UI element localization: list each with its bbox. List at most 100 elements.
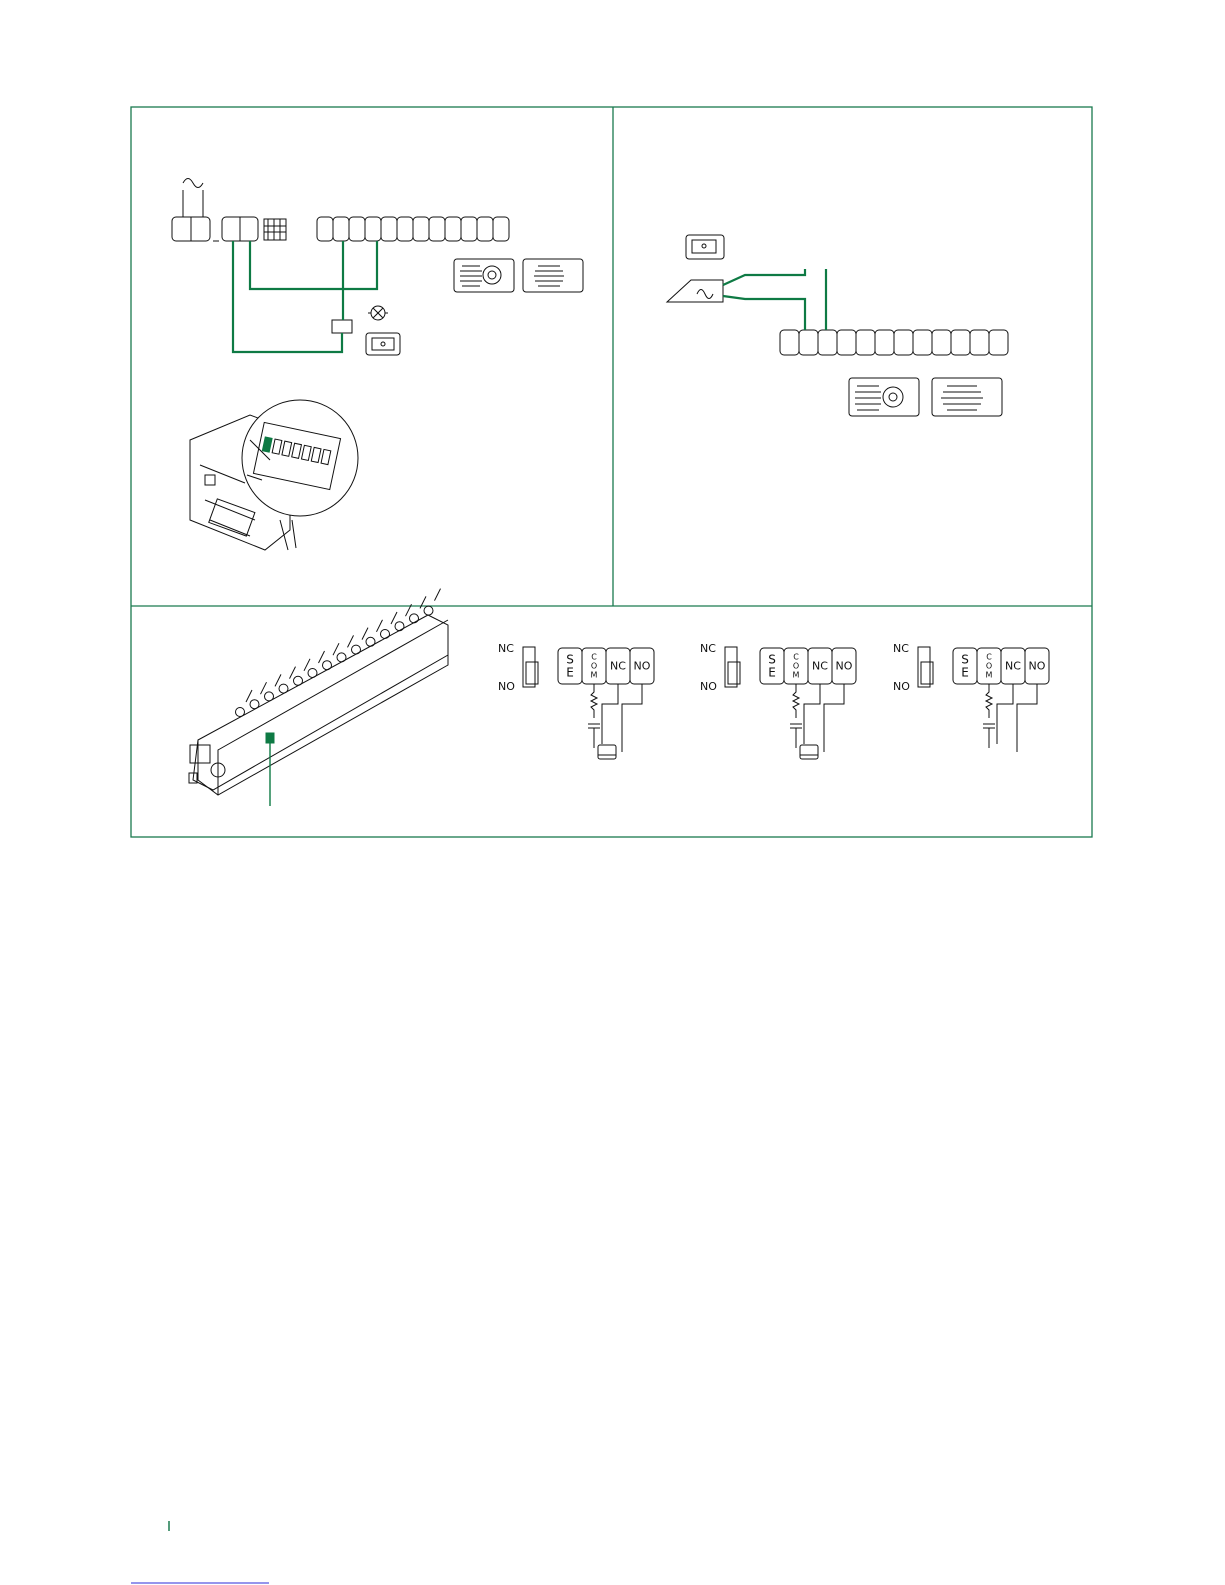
terminal-fin xyxy=(391,612,397,624)
jumper-label-bottom: NO xyxy=(893,680,910,693)
terminal-cell xyxy=(799,330,818,355)
terminal-screw xyxy=(323,661,332,670)
relay-terminal-label: M xyxy=(793,671,800,680)
wiring-top-right xyxy=(723,269,826,330)
terminal-cell xyxy=(365,217,381,241)
terminal-cell xyxy=(461,217,477,241)
terminal-screw xyxy=(308,669,317,678)
terminal-screw xyxy=(352,645,361,654)
wire xyxy=(1017,684,1037,752)
terminal-cell xyxy=(970,330,989,355)
capacitor-icon xyxy=(588,724,600,728)
relay-terminal-label: C xyxy=(591,653,597,662)
terminal-screw xyxy=(250,700,259,709)
terminal-cell xyxy=(913,330,932,355)
terminal-screw xyxy=(265,692,274,701)
terminal-cell xyxy=(349,217,365,241)
wire xyxy=(602,684,618,744)
relay-terminal-label: C xyxy=(793,653,799,662)
relay-terminal-label: M xyxy=(986,671,993,680)
terminal-fin xyxy=(333,643,339,655)
relay-terminal-label: S xyxy=(768,653,776,667)
terminal-screw xyxy=(366,637,375,646)
terminal-screw xyxy=(381,630,390,639)
speaker-module-icon xyxy=(849,378,919,416)
relay-terminal-label: M xyxy=(591,671,598,680)
relay-icon xyxy=(332,320,352,333)
terminal-cell xyxy=(445,217,461,241)
terminal-cell xyxy=(780,330,799,355)
terminal-fin xyxy=(290,667,296,679)
terminal-screw xyxy=(395,622,404,631)
door-opener-icon xyxy=(667,280,723,302)
jumper-label-bottom: NO xyxy=(498,680,515,693)
terminal-fin xyxy=(319,651,325,663)
jumper-label-top: NC xyxy=(700,642,716,655)
resistor-icon xyxy=(793,684,799,718)
terminal-cell xyxy=(477,217,493,241)
terminal-fin xyxy=(362,628,368,640)
relay-terminal-label: C xyxy=(986,653,992,662)
jumper-label-bottom: NO xyxy=(700,680,717,693)
jumper-label-top: NC xyxy=(498,642,514,655)
terminal-screw xyxy=(279,684,288,693)
terminal-cell xyxy=(989,330,1008,355)
wire xyxy=(824,684,844,752)
terminal-screw xyxy=(424,606,433,615)
relay-terminal-label: NC xyxy=(610,660,626,673)
relay-variant: NCNOSECOMNCNO xyxy=(498,642,654,759)
relay-terminal-label: NO xyxy=(1029,660,1046,673)
speaker-grille-module-icon xyxy=(523,259,583,292)
jumper-icon xyxy=(523,647,538,687)
relay-terminal-label: NC xyxy=(812,660,828,673)
relay-terminal-label: NO xyxy=(634,660,651,673)
terminal-cell xyxy=(413,217,429,241)
terminal-cell xyxy=(381,217,397,241)
lock-icon xyxy=(598,745,616,759)
wiring-top-left xyxy=(233,241,377,352)
terminal-strip xyxy=(317,217,509,241)
terminal-fin xyxy=(435,589,441,601)
terminal-strip xyxy=(780,330,1008,355)
lamp-icon xyxy=(368,306,388,320)
relay-terminal-label: NC xyxy=(1005,660,1021,673)
terminal-screw xyxy=(337,653,346,662)
terminal-cell xyxy=(875,330,894,355)
resistor-icon xyxy=(591,684,597,718)
relay-terminal-label: O xyxy=(591,662,597,671)
capacitor-icon xyxy=(983,724,995,728)
relay-terminal-label: E xyxy=(961,666,969,680)
terminal-cell xyxy=(397,217,413,241)
wire xyxy=(997,684,1013,744)
jumper-icon xyxy=(725,647,740,687)
terminal-screw xyxy=(294,676,303,685)
terminal-fin xyxy=(304,659,310,671)
terminal-cell xyxy=(429,217,445,241)
terminal-cell xyxy=(818,330,837,355)
relay-terminal-label: S xyxy=(566,653,574,667)
terminal-cell xyxy=(837,330,856,355)
speaker-grille-module-icon xyxy=(932,378,1002,416)
jumper-icon xyxy=(918,647,933,687)
terminal-cell xyxy=(317,217,333,241)
resistor-icon xyxy=(986,684,992,718)
ac-sine-icon xyxy=(183,179,203,218)
terminal-cell xyxy=(951,330,970,355)
terminal-screw xyxy=(236,708,245,717)
relay-terminal-label: O xyxy=(986,662,992,671)
terminal-cell xyxy=(894,330,913,355)
terminal-fin xyxy=(261,682,267,694)
relay-terminal-label: S xyxy=(961,653,969,667)
terminal-cell xyxy=(932,330,951,355)
lock-icon xyxy=(800,745,818,759)
transformer-output-terminals xyxy=(222,217,258,241)
relay-terminal-label: E xyxy=(768,666,776,680)
terminal-cell xyxy=(333,217,349,241)
panel-top-right xyxy=(667,235,1008,416)
capacitor-icon xyxy=(790,724,802,728)
relay-terminal-label: NO xyxy=(836,660,853,673)
terminal-fin xyxy=(246,690,252,702)
